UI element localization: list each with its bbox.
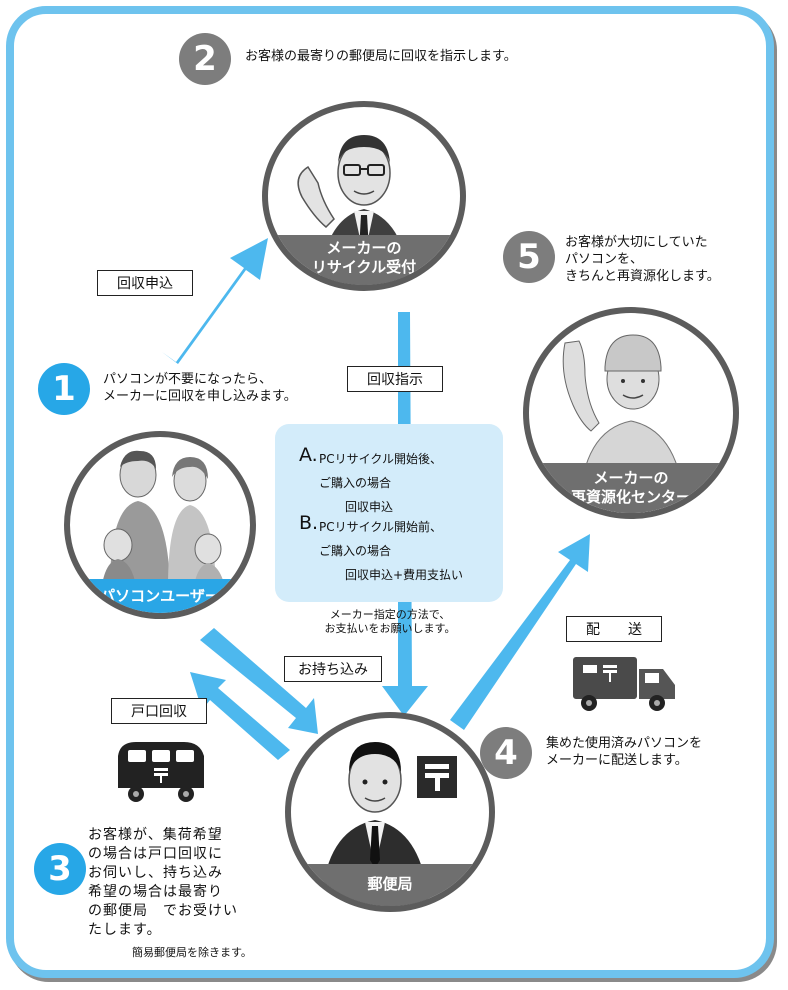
label-ship: 配 送	[566, 616, 662, 642]
arrow-user-to-post	[200, 628, 318, 734]
purchase-timing-box: A. PCリサイクル開始後、 ご購入の場合 回収申込 B. PCリサイクル開始前…	[275, 424, 503, 602]
label-apply: 回収申込	[97, 270, 193, 296]
step-1-text: パソコンが不要になったら、 メーカーに回収を申し込みます。	[103, 372, 297, 404]
arrow-post-to-user	[190, 672, 290, 760]
mail-van-icon	[118, 742, 204, 802]
step-5-number: 5	[503, 231, 555, 283]
label-instruct: 回収指示	[347, 366, 443, 392]
user-node: パソコンユーザー	[64, 431, 256, 619]
case-a-letter: A.	[299, 444, 318, 466]
arrow-post-to-center	[450, 534, 590, 730]
user-label: パソコンユーザー	[70, 579, 250, 613]
step-4-text: 集めた使用済みパソコンを メーカーに配送します。	[546, 736, 703, 768]
case-a-title: PCリサイクル開始後、	[319, 452, 443, 466]
step-3-text: お客様が、集荷希望 の場合は戸口回収に お伺いし、持ち込み 希望の場合は最寄り …	[88, 827, 238, 938]
recycle-center-label: メーカーの 再資源化センター	[529, 463, 733, 513]
case-a-item: 回収申込	[345, 500, 394, 514]
case-b-sub: ご購入の場合	[319, 544, 392, 558]
case-a-sub: ご購入の場合	[319, 476, 392, 490]
step-2-number: 2	[179, 33, 231, 85]
maker-reception-label: メーカーの リサイクル受付	[268, 235, 460, 285]
arrow-user-to-reception	[162, 238, 268, 364]
delivery-truck-icon	[573, 657, 675, 711]
label-door-pickup: 戸口回収	[111, 698, 207, 724]
recycle-center-node: メーカーの 再資源化センター	[523, 307, 739, 519]
reception-staff-figure	[297, 135, 410, 285]
step-2-text: お客様の最寄りの郵便局に回収を指示します。	[245, 49, 517, 64]
step-3-note: 簡易郵便局を除きます。	[132, 946, 252, 959]
maker-reception-node: メーカーの リサイクル受付	[262, 101, 466, 291]
post-office-node: 郵便局	[285, 712, 495, 912]
step-4-number: 4	[480, 727, 532, 779]
step-5-text: お客様が大切にしていた パソコンを、 きちんと再資源化します。	[565, 235, 720, 284]
payment-note: メーカー指定の方法で、 お支払いをお願いします。	[324, 608, 456, 635]
label-carry-in: お持ち込み	[284, 656, 382, 682]
step-3-number: 3	[34, 843, 86, 895]
case-b-title: PCリサイクル開始前、	[319, 520, 443, 534]
case-b-item: 回収申込+費用支払い	[345, 568, 464, 582]
post-office-label: 郵便局	[291, 864, 489, 906]
step-1-number: 1	[38, 363, 90, 415]
case-b-letter: B.	[299, 512, 319, 534]
